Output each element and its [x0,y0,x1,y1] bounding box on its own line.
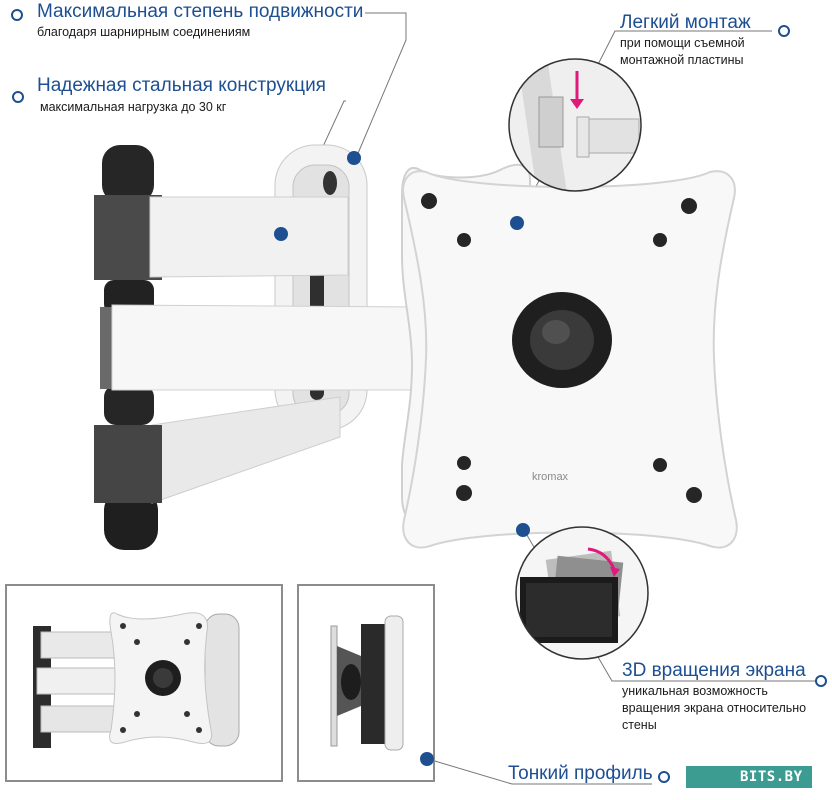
site-watermark: BITS.BY [686,766,812,788]
feature-subtitle-mobility: благодаря шарнирным соединениям [37,25,251,39]
feature-subtitle-mount-line2: монтажной пластины [620,53,744,67]
feature-title-mobility: Максимальная степень подвижности [37,1,364,22]
feature-subtitle-steel: максимальная нагрузка до 30 кг [40,100,227,114]
feature-marker-profile [658,771,670,783]
feature-marker-rotation [815,675,827,687]
screen-rotation-detail-image [515,526,649,660]
pointer-dot-rotation [516,523,530,537]
leader-line-profile [427,758,652,785]
feature-marker-steel [12,91,24,103]
feature-subtitle-rotation-line2: вращения экрана относительно [622,701,807,715]
feature-subtitle-rotation-line1: уникальная возможность [622,684,768,698]
feature-marker-mount [778,25,790,37]
feature-title-steel: Надежная стальная конструкция [37,75,326,96]
side-view-image [330,615,404,751]
side-view-frame [297,584,435,782]
feature-marker-mobility [11,9,23,21]
feature-subtitle-rotation-line3: стены [622,718,657,732]
brand-logo: kromax [532,471,569,483]
pointer-dot-profile [420,752,434,766]
feature-title-mount: Легкий монтаж [620,12,751,33]
front-view-image [33,612,240,748]
feature-title-rotation: 3D вращения экрана [622,660,806,681]
pointer-dot-plate [510,216,524,230]
front-view-frame [5,584,283,782]
feature-subtitle-mount-line1: при помощи съемной [620,36,745,50]
pointer-dot-wall-plate [347,151,361,165]
vesa-plate: kromax [402,170,738,549]
pointer-dot-arm [274,227,288,241]
mounting-plate-detail-image [508,58,642,192]
feature-title-profile: Тонкий профиль [508,763,653,784]
leader-line-mobility [355,12,407,159]
